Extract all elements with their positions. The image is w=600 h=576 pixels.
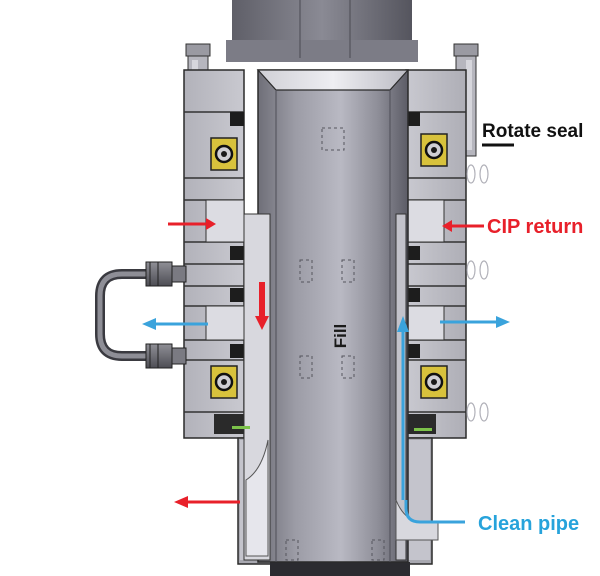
bearing-icon xyxy=(209,364,239,400)
bypass-pipe xyxy=(95,261,187,369)
flow-arrow-icon xyxy=(255,282,269,330)
seal-accent xyxy=(232,426,250,429)
flow-arrow-icon xyxy=(168,218,216,230)
flow-arrow-icon xyxy=(442,220,484,232)
clean-pipe-label: Clean pipe xyxy=(478,513,580,535)
bearing-icon xyxy=(209,136,239,172)
flow-arrow-icon xyxy=(142,318,208,330)
flow-arrow-icon xyxy=(397,316,409,500)
rotating-shaft xyxy=(257,69,409,563)
seal-accent xyxy=(414,428,432,431)
fill-label: Fill xyxy=(330,318,352,354)
bearing-icon xyxy=(419,132,449,168)
upper-flange xyxy=(226,40,418,62)
rotate-seal-label: Rotate seal xyxy=(482,121,584,142)
housing-right xyxy=(405,69,467,439)
fill-label-text: Fill xyxy=(331,323,350,349)
hidden-lines xyxy=(285,127,385,561)
bottom-stub xyxy=(270,562,410,576)
flow-arrow-icon xyxy=(404,500,465,524)
flow-arrow-icon xyxy=(440,316,510,328)
outer-rings xyxy=(466,164,489,422)
flow-arrow-icon xyxy=(174,496,240,508)
shaft-inlet-cone xyxy=(256,69,410,91)
cip-return-label: CIP return xyxy=(487,216,584,238)
bearing-icon xyxy=(419,364,449,400)
